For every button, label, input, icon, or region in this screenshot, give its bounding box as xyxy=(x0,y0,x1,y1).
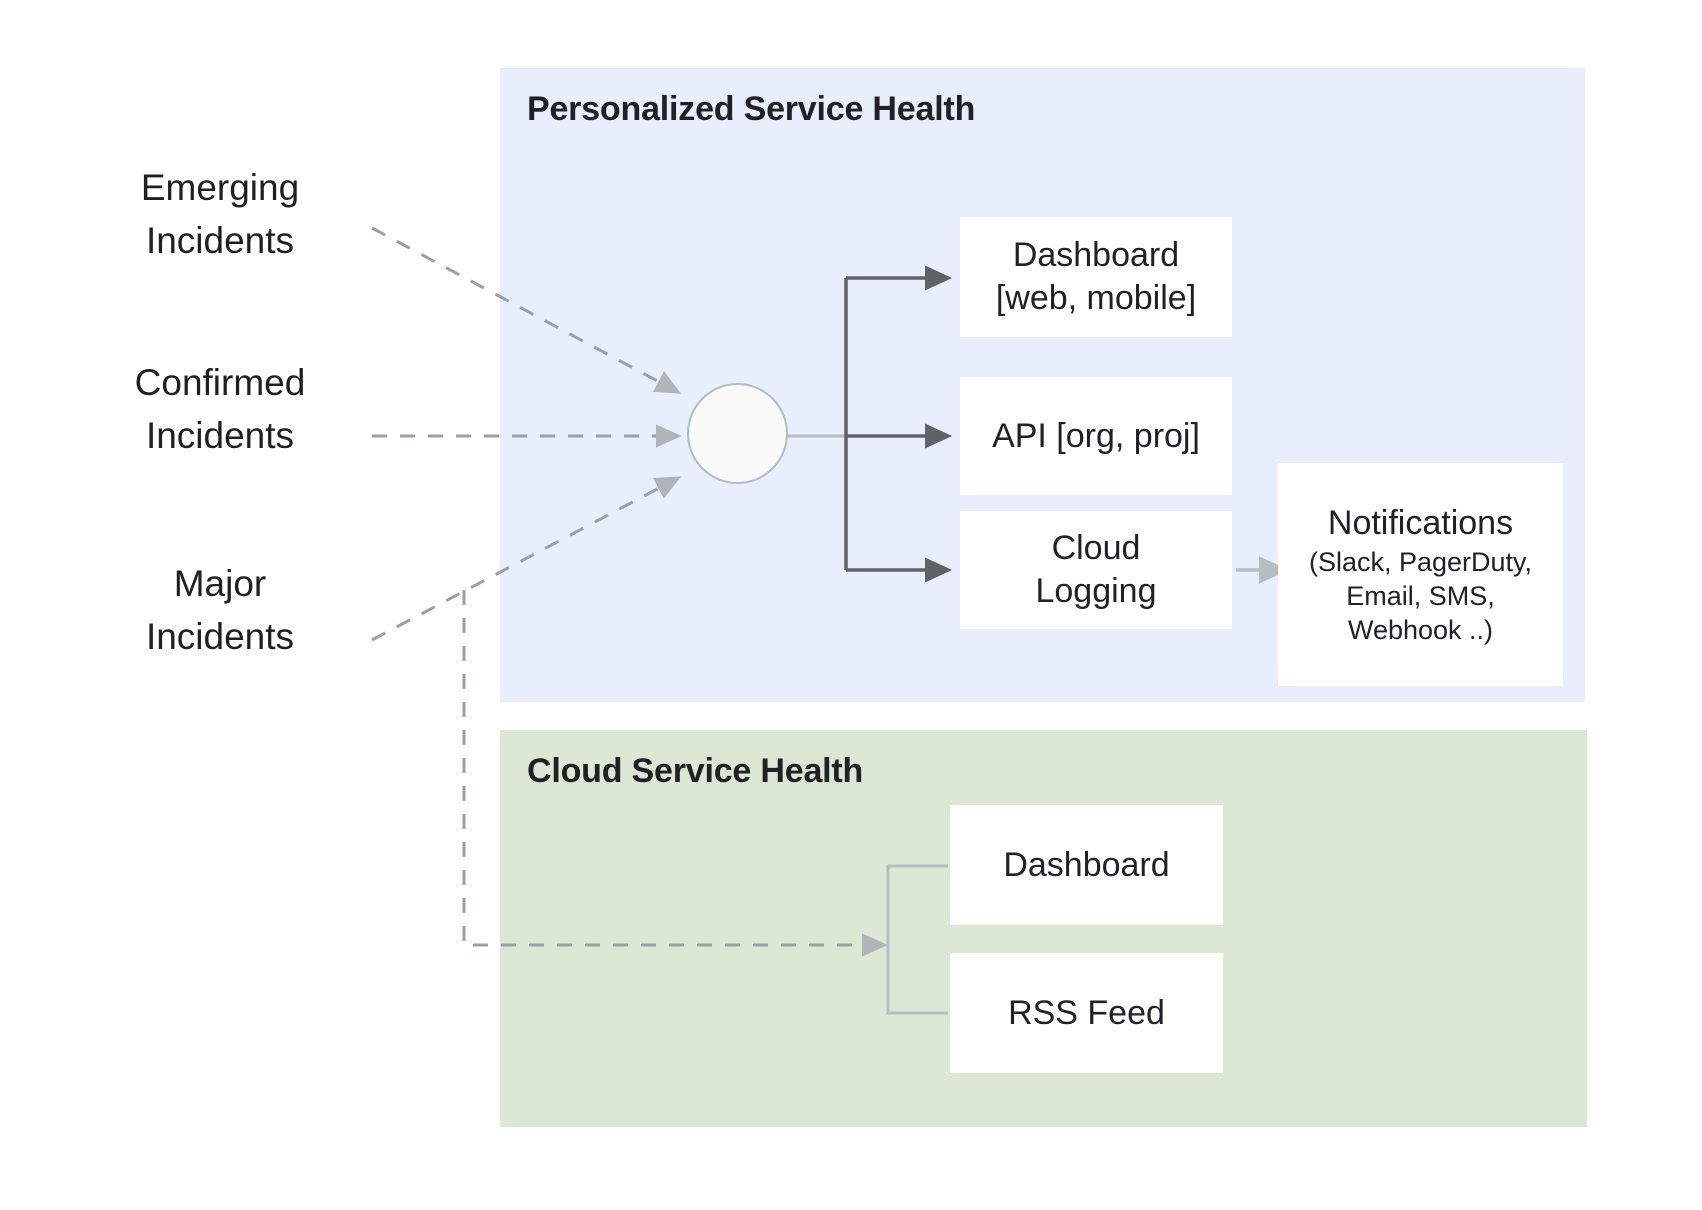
node-dashboard-web-mobile-line1: Dashboard xyxy=(1012,236,1180,275)
node-notifications-line3: Email, SMS, xyxy=(1346,580,1495,611)
input-major-line2: Incidents xyxy=(145,615,295,657)
node-notifications-line4: Webhook ..) xyxy=(1347,614,1494,645)
aggregation-hub[interactable] xyxy=(687,383,788,484)
node-cloud-logging-line1: Cloud xyxy=(1051,529,1141,568)
node-notifications-line1: Notifications xyxy=(1327,504,1514,543)
node-api-org-proj-line1: API [org, proj] xyxy=(992,416,1200,455)
input-emerging-line2: Incidents xyxy=(145,219,295,261)
node-rss-feed[interactable]: RSS Feed xyxy=(950,953,1223,1073)
node-api-org-proj[interactable]: API [org, proj] xyxy=(960,377,1232,495)
node-notifications[interactable]: Notifications (Slack, PagerDuty, Email, … xyxy=(1278,463,1563,686)
input-major-line1: Major xyxy=(173,563,267,604)
node-dashboard-web-mobile-line2: [web, mobile] xyxy=(995,279,1197,317)
input-emerging-line1: Emerging xyxy=(140,167,300,208)
node-rss-feed-line1: RSS Feed xyxy=(1008,993,1165,1032)
input-label-emerging-incidents: Emerging Incidents xyxy=(60,162,380,267)
node-cloud-logging[interactable]: Cloud Logging xyxy=(960,511,1232,629)
panel-title-personalized-service-health: Personalized Service Health xyxy=(527,90,976,128)
node-cloud-logging-line2: Logging xyxy=(1035,572,1157,610)
input-label-confirmed-incidents: Confirmed Incidents xyxy=(60,357,380,462)
panel-title-cloud-service-health: Cloud Service Health xyxy=(527,752,864,790)
input-confirmed-line1: Confirmed xyxy=(134,362,306,403)
input-label-major-incidents: Major Incidents xyxy=(60,558,380,663)
node-dashboard-web-mobile[interactable]: Dashboard [web, mobile] xyxy=(960,217,1232,337)
node-cloud-dashboard-line1: Dashboard xyxy=(1003,845,1170,884)
input-confirmed-line2: Incidents xyxy=(145,414,295,456)
node-notifications-line2: (Slack, PagerDuty, xyxy=(1308,546,1533,577)
node-cloud-dashboard[interactable]: Dashboard xyxy=(950,805,1223,925)
